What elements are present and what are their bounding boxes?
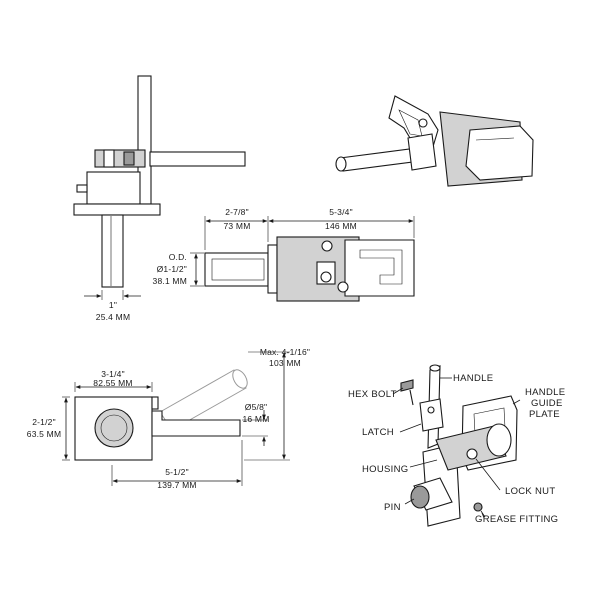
leader-latch — [399, 423, 422, 433]
od-label: O.D. — [169, 252, 187, 262]
exploded-latch-hole — [427, 406, 435, 414]
body-length-mm: 146 MM — [325, 221, 357, 231]
iso-view — [335, 95, 534, 187]
exploded-grease-fitting-stem — [480, 510, 486, 518]
exploded-view: HANDLE HEX BOLT HANDLE GUIDE PLATE LATCH… — [348, 364, 565, 527]
label-handle-guide-plate-line3: PLATE — [529, 409, 560, 420]
iso-view-housing-edge — [475, 137, 515, 141]
exploded-hex-bolt-head — [400, 379, 414, 392]
iso-view-handle-end — [335, 156, 347, 172]
side-view-pin — [101, 214, 124, 288]
label-grease-fitting: GREASE FITTING — [475, 514, 558, 525]
label-handle-guide-plate-line2: GUIDE — [531, 398, 563, 409]
plate-height-in: 2-1/2" — [32, 417, 56, 427]
label-lock-nut: LOCK NUT — [505, 486, 555, 497]
top-view-pin — [204, 252, 269, 287]
label-handle-guide-plate-line1: HANDLE — [525, 387, 565, 398]
side-view-grease-fitting — [76, 184, 88, 193]
leader-guide-plate — [512, 399, 521, 405]
exploded-latch — [419, 398, 444, 432]
overall-length-in: 5-1/2" — [165, 467, 189, 477]
side-view-latch — [94, 149, 146, 168]
top-view-housing-flange — [267, 244, 278, 294]
exploded-grease-fitting — [473, 502, 483, 512]
od-in: Ø1-1/2" — [157, 264, 187, 274]
overall-length-mm: 139.7 MM — [157, 480, 196, 490]
front-view-handle-max-end — [232, 369, 248, 389]
iso-view-bolt — [418, 118, 428, 128]
front-view-pin-face — [100, 414, 128, 442]
leader-lock-nut — [475, 458, 501, 491]
top-view-lock-nut — [337, 281, 349, 293]
pin-dia-in: 1" — [109, 300, 117, 310]
front-view-handle — [151, 410, 241, 437]
body-length-in: 5-3/4" — [329, 207, 353, 217]
exploded-hex-bolt-shank — [409, 389, 414, 406]
leader-hex-bolt — [392, 387, 404, 395]
side-view-housing — [86, 171, 141, 205]
label-handle: HANDLE — [453, 373, 493, 384]
side-view-handle-bar — [149, 151, 246, 167]
leader-pin — [404, 498, 415, 505]
exploded-pin-face — [410, 485, 430, 509]
handle-max-mm: 103 MM — [269, 358, 301, 368]
handle-dia-mm: 16 MM — [243, 414, 270, 424]
side-view-latch-ring — [103, 149, 115, 168]
label-hex-bolt: HEX BOLT — [348, 389, 397, 400]
exploded-handle-end — [429, 364, 441, 372]
leader-grease-fitting — [481, 512, 485, 519]
pin-dia-mm: 25.4 MM — [96, 312, 130, 322]
handle-max-in: Max. 4-1/16" — [260, 347, 310, 357]
plate-height-mm: 63.5 MM — [27, 429, 61, 439]
front-view: 3-1/4" 82.55 MM 2-1/2" 63.5 MM Max. 4-1/… — [27, 347, 310, 490]
plate-width-in: 3-1/4" — [101, 369, 125, 379]
iso-view-latch — [407, 133, 437, 171]
plate-width-mm: 82.55 MM — [93, 378, 132, 388]
side-view-base-plate — [73, 203, 161, 216]
top-view-guide-slot — [359, 249, 403, 285]
side-view-bolt — [123, 151, 135, 166]
top-view-hex-bolt — [321, 240, 333, 252]
handle-dia-in: Ø5/8" — [245, 402, 267, 412]
top-view-latch-pin — [320, 271, 332, 283]
exploded-housing-end — [486, 423, 512, 457]
front-view-plate-tab — [151, 396, 159, 410]
front-view-housing — [94, 408, 134, 448]
top-view-pin-flat — [211, 258, 265, 281]
label-latch: LATCH — [362, 427, 394, 438]
pin-length-mm: 73 MM — [224, 221, 251, 231]
pin-length-in: 2-7/8" — [225, 207, 249, 217]
label-housing: HOUSING — [362, 464, 408, 475]
iso-view-housing — [465, 125, 534, 181]
exploded-lock-nut — [466, 448, 478, 460]
od-mm: 38.1 MM — [153, 276, 187, 286]
leader-housing — [409, 459, 438, 468]
side-view: 1" 25.4 MM — [73, 75, 246, 322]
label-pin: PIN — [384, 502, 401, 513]
top-view-guide-plate — [344, 239, 415, 297]
top-view: 2-7/8" 73 MM 5-3/4" 146 MM O.D. Ø1-1/2" … — [153, 207, 415, 302]
